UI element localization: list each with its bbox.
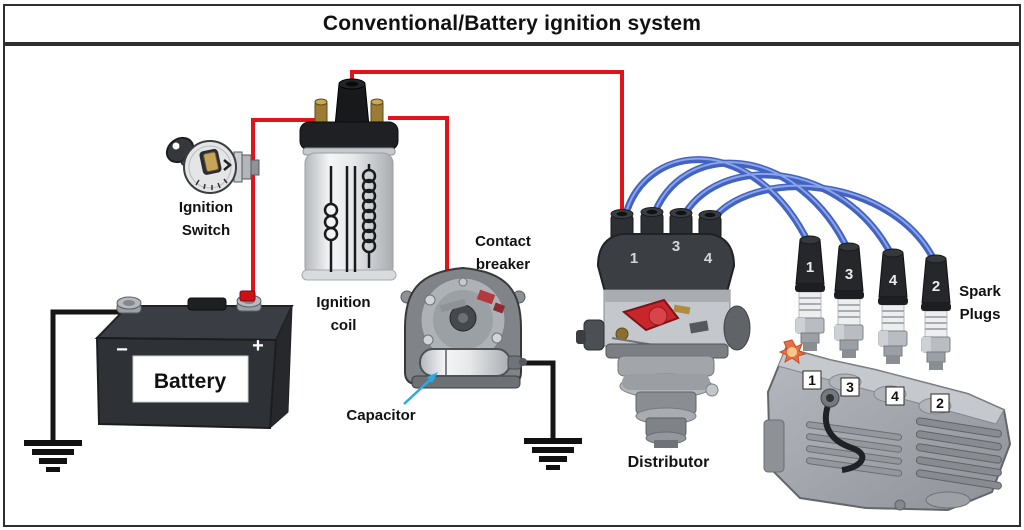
ignition-coil-label: Ignition coil (316, 294, 371, 334)
battery-negative-sign: − (116, 339, 128, 361)
wire-coil-to-contact-breaker (388, 116, 449, 284)
wire-battery-to-ground (50, 309, 130, 440)
engine-cooling-fins (805, 417, 1002, 490)
battery-label: Battery (154, 370, 227, 393)
engine-block-illustration (763, 346, 1012, 512)
spark-plugs-illustration: 1 3 (778, 235, 951, 413)
battery-terminal-negative (116, 296, 142, 314)
engine-tag-3: 3 (846, 379, 854, 395)
ground-symbol-contact-breaker (524, 438, 582, 470)
ground-symbol-battery (24, 440, 82, 472)
distributor-label: Distributor (627, 454, 710, 471)
spark-plug-2: 2 (921, 254, 951, 370)
engine-cylinder-tags: 1 3 4 2 (802, 370, 950, 413)
plug-boot-number-1: 1 (806, 259, 814, 276)
capacitor-illustration (419, 348, 527, 377)
capacitor-label: Capacitor (346, 407, 416, 424)
spark-plug-3: 3 (834, 242, 864, 358)
cap-terminal-number-4: 4 (704, 250, 713, 267)
distributor-cap (596, 233, 736, 293)
spark-plug-wires (620, 156, 940, 268)
contact-breaker-label: Contact breaker (475, 233, 531, 273)
wire-battery-to-coil (251, 118, 318, 318)
wire-contact-breaker-to-ground (518, 360, 556, 438)
diagram-title: Conventional/Battery ignition system (322, 12, 702, 35)
engine-tag-4: 4 (891, 388, 899, 404)
engine-tag-1: 1 (808, 372, 816, 388)
ignition-switch-illustration (165, 136, 260, 194)
battery-positive-sign: + (252, 335, 264, 357)
plug-boot-number-3: 3 (845, 266, 853, 283)
distributor-illustration: 1 3 4 (576, 207, 751, 448)
plug-boot-number-4: 4 (889, 272, 898, 289)
engine-tag-2: 2 (936, 395, 944, 411)
diagram-title-box: Conventional/Battery ignition system (3, 4, 1021, 44)
ignition-switch-label: Ignition Switch (178, 199, 234, 239)
contact-breaker-illustration (400, 266, 527, 389)
battery-terminal-positive (236, 290, 262, 312)
spark-flame-icon (778, 339, 807, 365)
ignition-coil-illustration (299, 78, 399, 281)
spark-plugs-label: Spark Plugs (959, 283, 1001, 323)
cap-terminal-number-1: 1 (630, 250, 638, 267)
capacitor-pointer-arrow (403, 372, 438, 405)
coil-winding-symbol (323, 164, 377, 272)
spark-plug-1: 1 (795, 235, 825, 351)
spark-plug-4: 4 (878, 248, 908, 364)
plug-boot-number-2: 2 (932, 278, 940, 295)
ground-wires (50, 309, 556, 440)
engine-cable (822, 398, 866, 473)
cap-terminal-number-3: 3 (672, 238, 680, 255)
battery-illustration: − + Battery (94, 290, 294, 430)
